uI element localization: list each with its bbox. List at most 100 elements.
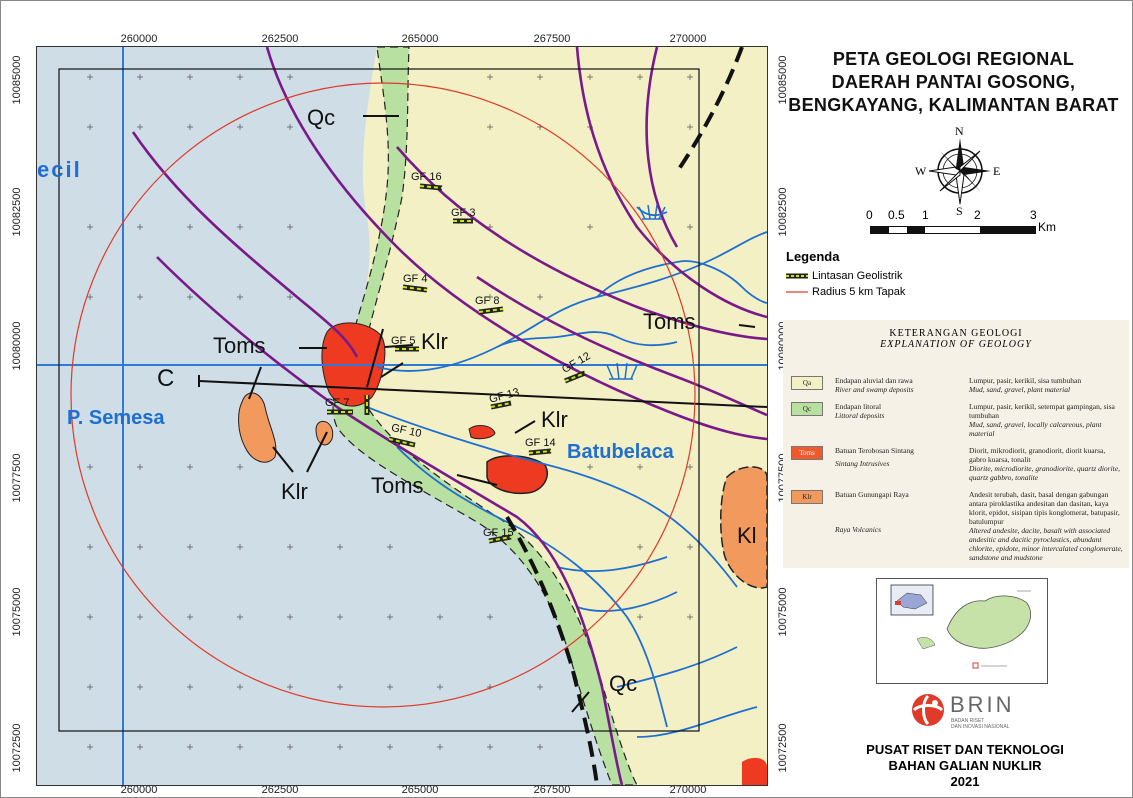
geology-explanation: KETERANGAN GEOLOGI EXPLANATION OF GEOLOG… [783,320,1129,568]
x-tick-bottom: 262500 [261,784,299,796]
survey-label-gf3: GF 3 [451,207,476,219]
unit-code-box: Toms [791,446,823,460]
scale-label: 2 [974,208,981,222]
y-tick-right: 10082500 [777,187,789,237]
x-tick-top: 260000 [120,33,158,45]
y-tick-right: 10075000 [777,587,789,637]
x-tick-top: 267500 [533,33,571,45]
radius-line-swatch [786,291,808,293]
radius-5km-circle [70,82,696,708]
compass-south: S [956,204,963,218]
label-toms-bottom: Toms [371,473,424,498]
survey-line-mark-gf15 [488,534,512,544]
survey-label-gf7: GF 7 [325,397,350,409]
label-ecil: ecil [37,157,82,182]
survey-label-gf15: GF 15 [483,527,514,539]
klr-body-small [315,420,334,446]
label-klr-edge: Kl [737,523,757,548]
survey-line-mark-gf10 [388,436,416,448]
survey-line-mark-gf8 [478,306,504,315]
klr-body-west [238,392,277,463]
compass-icon [928,138,991,205]
cross-section-line [198,380,767,408]
swamp-symbols [606,204,666,380]
map-canvas [37,47,767,785]
compass-east: E [993,164,1001,178]
y-tick-right: 10072500 [777,723,789,773]
compass-north: N [955,124,964,138]
label-klr-right: Klr [541,407,568,432]
x-tick-bottom: 265000 [401,784,439,796]
map-inner-frame [58,68,700,732]
unit-description: Andesit terubah, dasit, basal dengan gab… [969,490,1123,562]
scale-label: 1 [922,208,929,222]
title-line: BENGKAYANG, KALIMANTAN BARAT [788,95,1119,115]
unit-code-box: Qa [791,376,823,390]
label-klr-center: Klr [421,329,448,354]
geology-map[interactable]: Qc Qc ecil Toms Toms Toms Klr Klr Klr Kl… [36,46,768,786]
title-line: PETA GEOLOGI REGIONAL [832,49,1075,69]
label-toms-right: Toms [643,309,696,334]
x-tick-bottom: 267500 [533,784,571,796]
survey-label-gf8: GF 8 [475,295,500,307]
footer-line: BAHAN GALIAN NUKLIR [888,758,1042,773]
scale-label: 3 [1030,208,1037,222]
survey-label-gf4: GF 4 [403,273,428,285]
x-tick-top: 265000 [401,33,439,45]
unit-description: Lumpur, pasir, kerikil, setempat gamping… [969,402,1115,438]
survey-line-mark-gf4 [402,284,428,293]
explanation-heading: KETERANGAN GEOLOGI [889,328,1023,339]
label-p-semesa: P. Semesa [67,407,165,429]
x-tick-top: 262500 [261,33,299,45]
label-qc-bottom: Qc [609,671,638,696]
legend-item-radius: Radius 5 km Tapak [786,286,905,298]
leader-lines [248,115,756,713]
survey-label-gf16: GF 16 [411,171,442,183]
scale-bar-segments [870,226,1036,234]
scale-bar: 0 0.5 1 2 3 Km [866,208,1066,236]
survey-line-mark-gf12 [564,370,586,384]
title-line: DAERAH PANTAI GOSONG, [831,72,1076,92]
scale-label: 0.5 [888,208,905,222]
survey-line-mark-gf13 [490,400,512,410]
label-cross-section-c: C [157,365,175,392]
brin-subtitle: DAN INOVASI NASIONAL [951,724,1010,730]
y-tick-left: 10075000 [11,587,23,637]
footer-line: PUSAT RISET DAN TEKNOLOGI [866,742,1064,757]
faults [131,47,767,785]
brin-wordmark: BRIN [950,692,1015,717]
y-tick-left: 10080000 [11,321,23,371]
y-tick-left: 10072500 [11,723,23,773]
label-toms-left: Toms [213,333,266,358]
compass-west: W [915,164,927,178]
x-tick-bottom: 270000 [669,784,707,796]
inset-map-canvas [890,584,1031,669]
map-title: PETA GEOLOGI REGIONAL DAERAH PANTAI GOSO… [776,48,1131,117]
survey-line-swatch [786,273,808,279]
legend-item-survey-line: Lintasan Geolistrik [786,270,903,282]
toms-body-east [486,455,548,495]
y-tick-left: 10077500 [11,453,23,503]
footer-line: 2021 [950,774,980,789]
label-klr-bottom: Klr [281,479,308,504]
survey-line-mark-gf16 [419,183,443,191]
qc-littoral-strip [332,47,638,785]
unit-code-box: Qc [791,402,823,416]
survey-label-gf5: GF 5 [391,335,416,347]
survey-line-marks [327,183,586,544]
legend-label: Lintasan Geolistrik [812,270,903,282]
survey-label-gf14: GF 14 [525,437,556,449]
legend-title: Legenda [786,249,840,264]
klr-body-edge [720,466,767,589]
scale-label: 0 [866,208,873,222]
x-tick-top: 270000 [669,33,707,45]
y-tick-left: 10082500 [11,187,23,237]
compass-rose: N S E W [915,124,1005,218]
brin-subtitle: BADAN RISET [951,718,985,724]
unit-description: Diorit, mikrodiorit, granodiorit, diorit… [969,446,1120,482]
explanation-heading-en: EXPLANATION OF GEOLOGY [880,339,1032,350]
label-qc-top: Qc [307,105,336,130]
